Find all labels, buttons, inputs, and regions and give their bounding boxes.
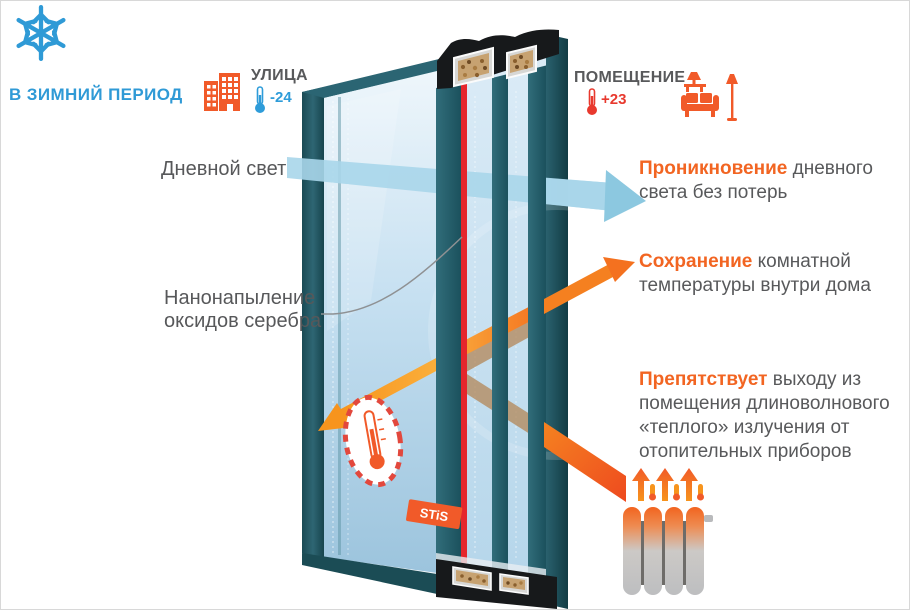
callout-heat-blocked: Препятствует выходу из помещения длиново… [639, 368, 895, 464]
callout-heat-blocked-rest: выходу из помещения длиноволнового «тепл… [639, 369, 890, 462]
room-label: ПОМЕЩЕНИЕ [574, 69, 686, 86]
coating-leader-line [321, 236, 463, 315]
radiator-icon [623, 507, 713, 595]
glass-pane-edges [436, 65, 546, 598]
thermometer-badge [342, 394, 404, 488]
heat-from-radiator-beam [544, 422, 626, 502]
bottom-spacer-desiccant [436, 553, 557, 609]
callout-heat-kept-highlight: Сохранение [639, 251, 753, 272]
daylight-arrow [546, 170, 646, 222]
top-spacer-desiccant [437, 29, 559, 89]
rising-heat-arrows [632, 468, 704, 501]
cold-thermometer-icon [255, 86, 265, 113]
sofa-icon [681, 72, 719, 117]
building-icon [204, 73, 240, 111]
heat-kept-arrow [544, 257, 635, 314]
brand-label: STiS [419, 505, 450, 524]
floor-lamp-icon [726, 74, 738, 121]
callout-daylight-highlight: Проникновение [639, 158, 788, 179]
coating-label: Нанонапыление оксидов серебра [164, 287, 322, 332]
street-label: УЛИЦА [251, 67, 308, 84]
callout-heat-blocked-highlight: Препятствует [639, 369, 768, 390]
callout-daylight: Проникновение дневного света без потерь [639, 157, 895, 205]
daylight-label: Дневной свет [161, 158, 287, 180]
outdoor-temperature: -24 [270, 89, 292, 106]
indoor-temperature: +23 [601, 91, 627, 108]
callout-daylight-rest: дневного света без потерь [639, 158, 874, 203]
callout-heat-kept-rest: комнатной температуры внутри дома [639, 251, 871, 296]
period-title: В ЗИМНИЙ ПЕРИОД [9, 85, 183, 104]
callout-heat-kept: Сохранение комнатной температуры внутри … [639, 250, 895, 298]
warm-thermometer-icon [587, 88, 597, 115]
snowflake-icon [16, 5, 66, 61]
nano-coating-line [461, 80, 467, 564]
brand-tag: STiS [406, 499, 463, 529]
